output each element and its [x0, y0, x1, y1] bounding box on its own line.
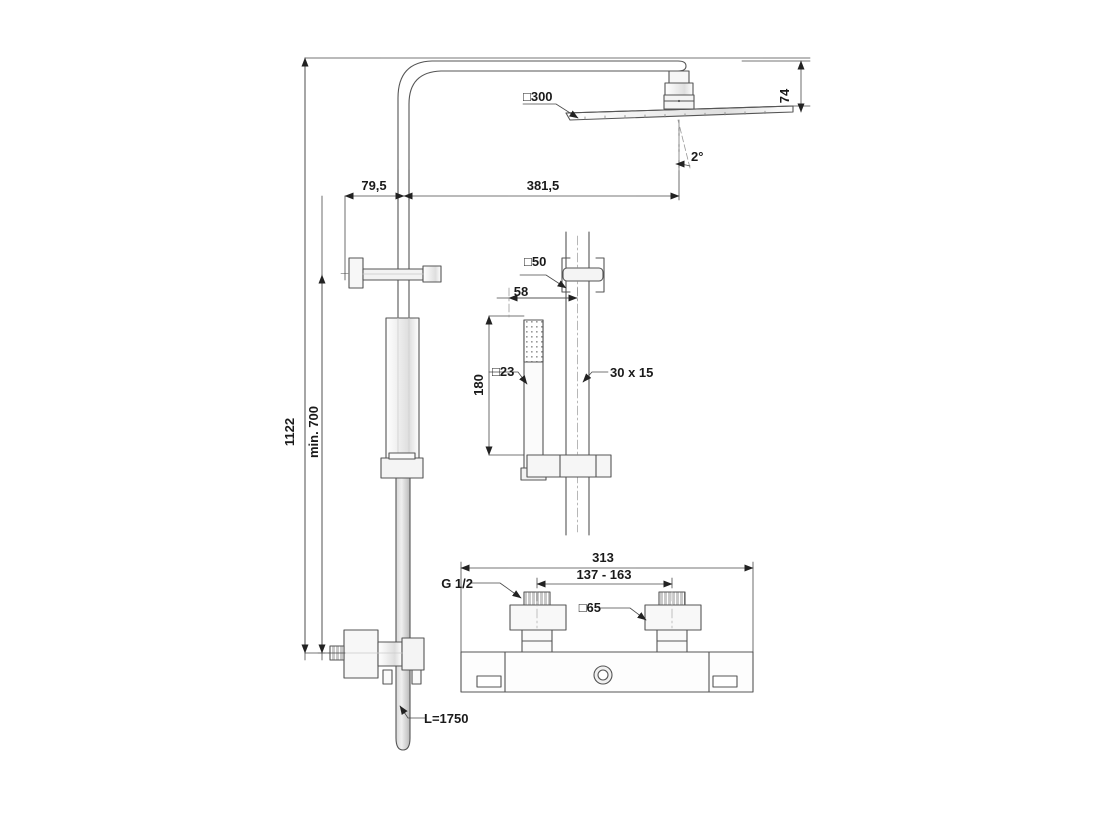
inlet-connector-left	[509, 591, 567, 653]
leader-lines	[399, 103, 647, 719]
label-bracket-projection: 58	[514, 284, 528, 299]
hand-shower	[520, 319, 547, 481]
mixer-side-view	[317, 629, 425, 685]
shower-hose	[395, 477, 411, 751]
label-handshower-length: 180	[471, 374, 486, 396]
riser-pipe	[385, 184, 420, 461]
label-inlet-thread: G 1/2	[441, 576, 473, 591]
shower-arm	[397, 60, 687, 186]
label-wall-offset: 79,5	[361, 178, 386, 193]
label-min-height: min. 700	[306, 406, 321, 458]
rain-shower-head	[565, 105, 794, 121]
riser-slider-block	[380, 452, 424, 479]
inlet-connector-right	[644, 591, 702, 653]
label-tilt-angle: 2°	[691, 149, 703, 164]
label-inlet-cover-size: □65	[579, 600, 601, 615]
label-total-height: 1122	[282, 418, 297, 446]
label-mixer-width: 313	[592, 550, 614, 565]
label-inlet-spacing: 137 - 163	[577, 567, 632, 582]
label-rail-profile: 30 x 15	[610, 365, 653, 380]
dimension-lines-handshower	[485, 287, 578, 456]
wall-bracket	[340, 257, 442, 289]
label-hose-length: L=1750	[424, 711, 468, 726]
label-handshower-size: □23	[492, 364, 514, 379]
label-head-height: 74	[777, 88, 792, 103]
dimension-lines-mixer	[460, 561, 754, 653]
hose-holder-bar	[526, 454, 612, 478]
label-head-size: □300	[523, 89, 553, 104]
thermostatic-mixer	[460, 651, 754, 693]
handshower-bracket	[561, 257, 605, 293]
label-arm-reach: 381,5	[527, 178, 560, 193]
head-swivel-joint	[663, 70, 695, 110]
label-bracket-size: □50	[524, 254, 546, 269]
dimension-lines	[301, 57, 811, 661]
